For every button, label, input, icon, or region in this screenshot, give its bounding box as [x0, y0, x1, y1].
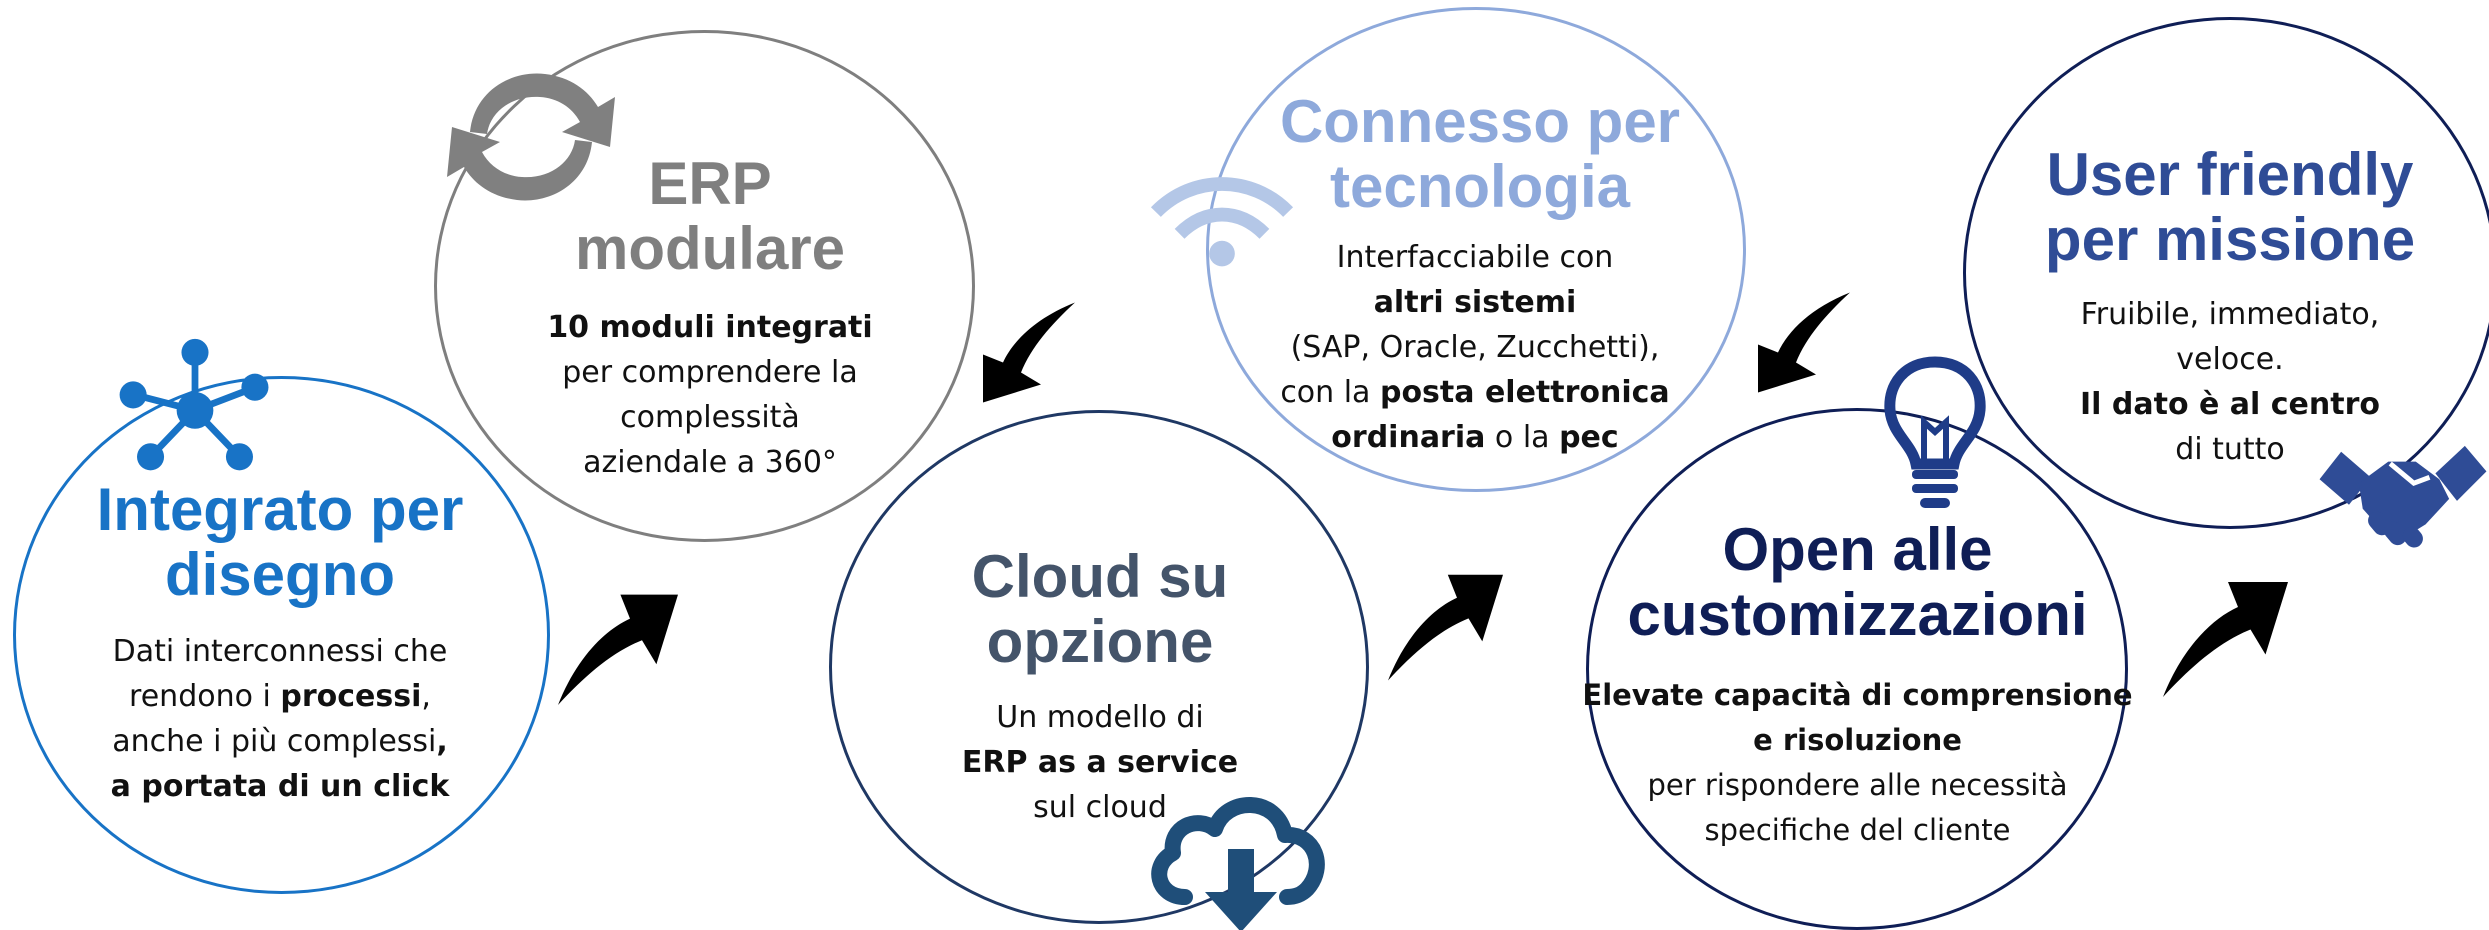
body-cloud-line-3: sul cloud: [905, 785, 1295, 830]
body-connesso-line-2-run-1: altri sistemi: [1373, 285, 1577, 320]
body-open-line-4: specifiche del cliente: [1580, 808, 2135, 853]
body-erp-line-2: per comprendere la: [520, 350, 900, 395]
title-cloud-line-1: Cloud su: [971, 543, 1229, 610]
body-open-line-3: per rispondere alle necessità: [1580, 763, 2135, 808]
arrow-5: [2163, 582, 2288, 697]
arrow-4: [1758, 292, 1850, 393]
body-integrato-line-3-run-2: ,: [436, 724, 448, 759]
arrow-3: [1388, 574, 1503, 681]
body-user: Fruibile, immediato, veloce. Il dato è al …: [2035, 292, 2425, 472]
circle-connesso: [1206, 7, 1746, 492]
body-connesso-line-5-run-3: pec: [1559, 420, 1619, 455]
body-cloud-line-1: Un modello di: [905, 695, 1295, 740]
title-user-line-2: per missione: [2044, 205, 2416, 273]
body-open: Elevate capacità di comprensione e risolu…: [1580, 673, 2135, 853]
body-cloud: Un modello di ERP as a service sul cloud: [905, 695, 1295, 830]
body-erp-line-1: 10 moduli integrati: [520, 305, 900, 350]
body-connesso-line-4: con la posta elettronica: [1260, 370, 1690, 415]
body-connesso-line-3: (SAP, Oracle, Zucchetti),: [1260, 325, 1690, 370]
body-user-line-1-run-1: Fruibile, immediato,: [2080, 297, 2380, 332]
body-user-line-2-run-1: veloce.: [2176, 342, 2284, 377]
body-connesso-line-5-run-2: o la: [1485, 420, 1560, 455]
body-user-line-2: veloce.: [2035, 337, 2425, 382]
body-user-line-1: Fruibile, immediato,: [2035, 292, 2425, 337]
title-erp: ERP modulare: [510, 150, 910, 282]
body-integrato-line-3-run-1: anche i più complessi: [112, 724, 437, 759]
title-cloud: Cloud su opzione: [900, 543, 1300, 675]
body-connesso-line-2: altri sistemi: [1260, 280, 1690, 325]
body-open-line-1-run-1: Elevate capacità di comprensione: [1582, 678, 2133, 712]
body-integrato: Dati interconnessi che rendono i processi…: [60, 629, 500, 809]
title-connesso-line-1: Connesso per: [1279, 88, 1681, 155]
title-user-line-1: User friendly: [2046, 141, 2414, 208]
body-open-line-4-run-1: specifiche del cliente: [1704, 813, 2011, 847]
cloud-download-icon: [1151, 797, 1325, 930]
title-user: User friendly per missione: [1985, 141, 2475, 273]
title-open: Open alle customizzazioni: [1580, 516, 2135, 648]
title-erp-line-2: modulare: [574, 214, 846, 282]
body-user-line-3-run-1: Il dato è al centro: [2080, 387, 2380, 422]
body-user-line-4-run-1: di tutto: [2175, 432, 2285, 467]
body-erp-line-3-run-1: complessità: [620, 400, 800, 435]
body-erp-line-2-run-1: per comprendere la: [562, 355, 858, 390]
sync-arrows-icon: [447, 73, 615, 201]
body-erp-line-1-run-1: 10 moduli integrati: [547, 310, 873, 345]
body-connesso-line-5: ordinaria o la pec: [1260, 415, 1690, 460]
title-connesso: Connesso per tecnologia: [1235, 88, 1725, 220]
handshake-icon: [2319, 445, 2487, 548]
body-connesso-line-1: Interfacciabile con: [1260, 235, 1690, 280]
lightbulb-icon: [1884, 356, 1986, 508]
body-cloud-line-2-run-1: ERP as a service: [961, 745, 1239, 780]
body-cloud-line-3-run-1: sul cloud: [1033, 790, 1167, 825]
title-integrato-line-1: Integrato per: [96, 476, 464, 543]
body-integrato-line-2-run-1: rendono i: [129, 679, 281, 714]
wifi-icon: [1150, 177, 1294, 267]
arrow-2: [983, 302, 1075, 403]
body-open-line-2: e risoluzione: [1580, 718, 2135, 763]
title-integrato: Integrato per disegno: [50, 476, 510, 608]
body-integrato-line-1: Dati interconnessi che: [60, 629, 500, 674]
body-connesso-line-3-run-1: (SAP, Oracle, Zucchetti),: [1290, 330, 1660, 365]
body-integrato-line-2: rendono i processi,: [60, 674, 500, 719]
title-integrato-line-2: disegno: [164, 540, 395, 608]
body-cloud-line-2: ERP as a service: [905, 740, 1295, 785]
body-integrato-line-4-run-1: a portata di un click: [110, 769, 450, 804]
body-user-line-3: Il dato è al centro: [2035, 382, 2425, 427]
body-user-line-4: di tutto: [2035, 427, 2425, 472]
body-open-line-3-run-1: per rispondere alle necessità: [1647, 768, 2068, 802]
arrow-1: [558, 594, 678, 705]
body-integrato-line-4: a portata di un click: [60, 764, 500, 809]
title-connesso-line-2: tecnologia: [1329, 152, 1631, 220]
title-erp-line-1: ERP: [648, 150, 772, 217]
body-open-line-2-run-1: e risoluzione: [1753, 723, 1962, 757]
body-erp-line-4: aziendale a 360°: [520, 440, 900, 485]
body-connesso-line-5-run-1: ordinaria: [1331, 420, 1486, 455]
title-cloud-line-2: opzione: [986, 607, 1214, 675]
body-integrato-line-3: anche i più complessi,: [60, 719, 500, 764]
body-cloud-line-1-run-1: Un modello di: [996, 700, 1204, 735]
body-connesso-line-1-run-1: Interfacciabile con: [1336, 240, 1614, 275]
body-erp-line-4-run-1: aziendale a 360°: [583, 445, 837, 480]
circle-integrato: [13, 376, 550, 894]
title-open-line-1: Open alle: [1722, 516, 1993, 583]
body-integrato-line-1-run-1: Dati interconnessi che: [112, 634, 448, 669]
body-open-line-1: Elevate capacità di comprensione: [1580, 673, 2135, 718]
body-connesso-line-4-run-2: posta elettronica: [1379, 375, 1670, 410]
body-integrato-line-2-run-2: processi: [280, 679, 422, 714]
body-connesso: Interfacciabile con altri sistemi (SAP, Or…: [1260, 235, 1690, 460]
body-erp: 10 moduli integrati per comprendere la com…: [520, 305, 900, 485]
body-erp-line-3: complessità: [520, 395, 900, 440]
body-connesso-line-4-run-1: con la: [1280, 375, 1380, 410]
circle-user: [1963, 17, 2489, 529]
network-nodes-icon: [119, 338, 269, 471]
title-open-line-2: customizzazioni: [1627, 580, 2088, 648]
circle-erp: [434, 30, 975, 542]
body-integrato-line-2-run-3: ,: [421, 679, 431, 714]
